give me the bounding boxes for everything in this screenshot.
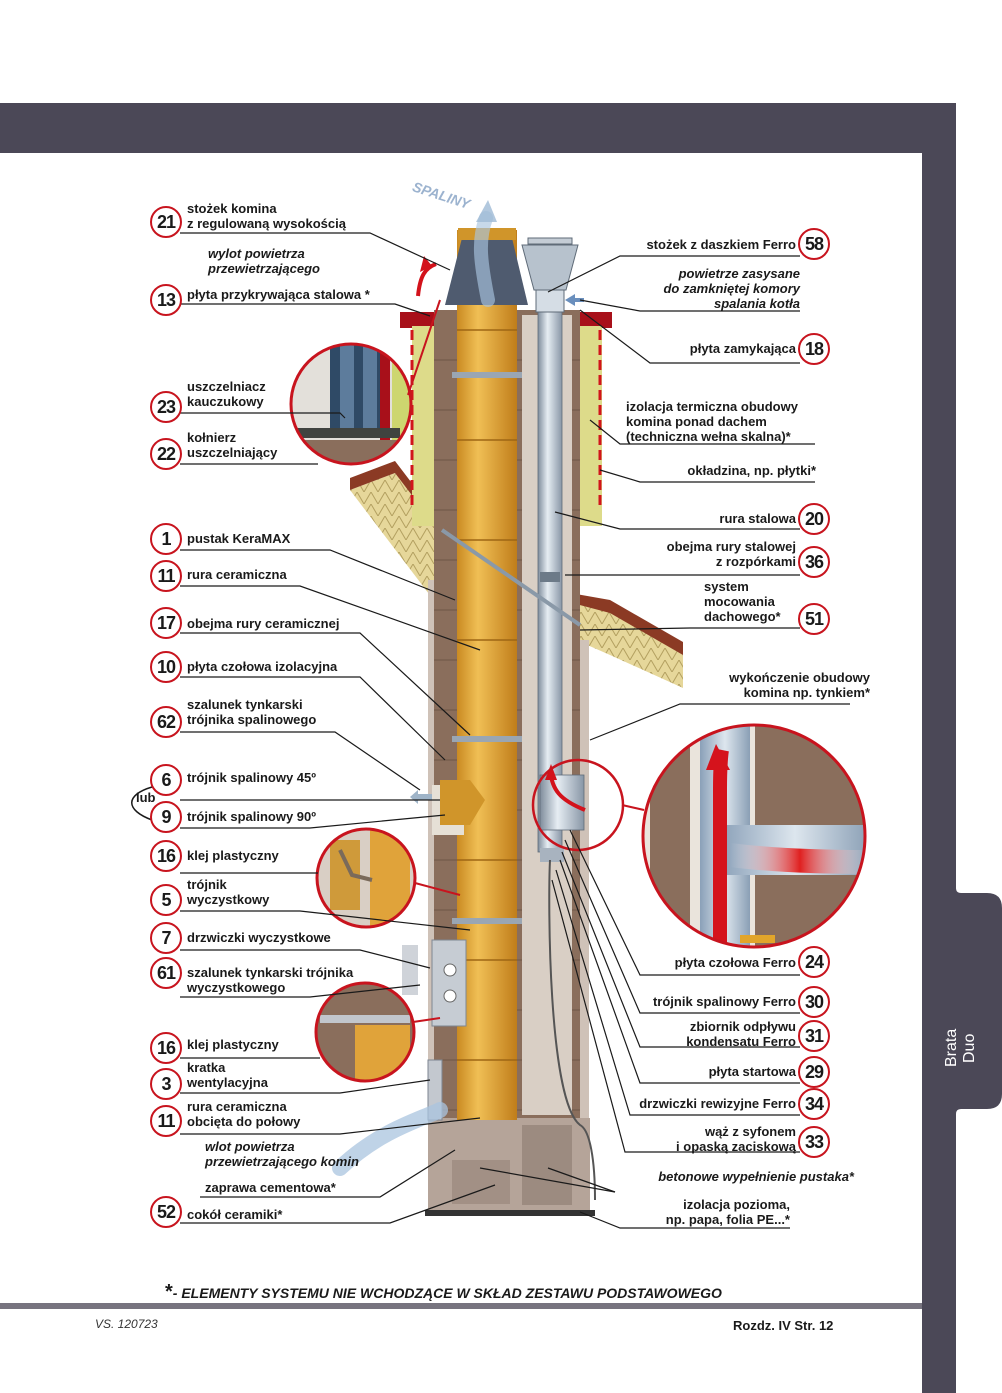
callout-6: 6	[150, 764, 182, 796]
label-start-plate: płyta startowa	[708, 1064, 796, 1079]
callout-17: 17	[150, 607, 182, 639]
callout-18: 18	[798, 333, 830, 365]
callout-9: 9	[150, 801, 182, 833]
label-inspection-door: drzwiczki rewizyjne Ferro	[639, 1096, 796, 1111]
callout-34: 34	[798, 1088, 830, 1120]
page-number: Rozdz. IV Str. 12	[733, 1318, 834, 1333]
callout-16: 16	[150, 840, 182, 872]
callout-29: 29	[798, 1056, 830, 1088]
callout-13: 13	[150, 284, 182, 316]
label-cover-plate: płyta przykrywająca stalowa *	[187, 287, 370, 302]
label-plastic-glue-2: klej plastyczny	[187, 1037, 279, 1052]
callout-11b: 11	[150, 1105, 182, 1137]
label-tee-90: trójnik spalinowy 90º	[187, 809, 317, 824]
callout-11: 11	[150, 560, 182, 592]
callout-16b: 16	[150, 1032, 182, 1064]
callout-24: 24	[798, 946, 830, 978]
label-ferro-cone: stożek z daszkiem Ferro	[646, 237, 796, 252]
callout-33: 33	[798, 1126, 830, 1158]
callout-36: 36	[798, 546, 830, 578]
detail-glue-1	[317, 829, 415, 927]
detail-seal	[291, 344, 411, 464]
label-ceramic-plinth: cokół ceramiki*	[187, 1207, 283, 1222]
detail-ferro-tee	[643, 725, 865, 947]
label-tee-45: trójnik spalinowy 45º	[187, 770, 317, 785]
label-closing-plate: płyta zamykająca	[689, 341, 796, 356]
callout-62: 62	[150, 706, 182, 738]
callout-61: 61	[150, 957, 182, 989]
label-ferro-front-plate: płyta czołowa Ferro	[674, 955, 796, 970]
label-insulating-front-plate: płyta czołowa izolacyjna	[187, 659, 338, 674]
callout-23: 23	[150, 391, 182, 423]
callout-21: 21	[150, 206, 182, 238]
label-steel-pipe: rura stalowa	[719, 511, 796, 526]
label-cladding: okładzina, np. płytki*	[687, 463, 816, 478]
callout-5: 5	[150, 884, 182, 916]
callout-58: 58	[798, 228, 830, 260]
spaliny-label: SPALINY	[411, 178, 474, 212]
label-horizontal-insulation: izolacja pozioma,np. papa, folia PE...*	[665, 1197, 790, 1227]
label-plastic-glue: klej plastyczny	[187, 848, 279, 863]
label-ferro-tee: trójnik spalinowy Ferro	[652, 994, 796, 1009]
callout-22: 22	[150, 438, 182, 470]
callout-30: 30	[798, 986, 830, 1018]
label-concrete-fill: betonowe wypełnienie pustaka*	[658, 1169, 854, 1184]
label-cleanout-door: drzwiczki wyczystkowe	[187, 930, 331, 945]
version-label: VS. 120723	[95, 1317, 158, 1331]
callout-20: 20	[798, 503, 830, 535]
label-keramax-block: pustak KeraMAX	[187, 531, 291, 546]
callout-7: 7	[150, 922, 182, 954]
callout-51: 51	[798, 603, 830, 635]
callout-31: 31	[798, 1020, 830, 1052]
label-ceramic-pipe: rura ceramiczna	[187, 567, 287, 582]
callout-3: 3	[150, 1068, 182, 1100]
detail-glue-2	[316, 983, 414, 1081]
roof-right	[576, 594, 683, 688]
callout-10: 10	[150, 651, 182, 683]
label-lub: lub	[136, 790, 156, 805]
callout-52: 52	[150, 1196, 182, 1228]
callout-1: 1	[150, 523, 182, 555]
footer-note: *- ELEMENTY SYSTEMU NIE WCHODZĄCE W SKŁA…	[165, 1281, 722, 1303]
label-ceramic-pipe-clamp: obejma rury ceramicznej	[187, 616, 340, 631]
label-cement-mortar: zaprawa cementowa*	[205, 1180, 336, 1195]
